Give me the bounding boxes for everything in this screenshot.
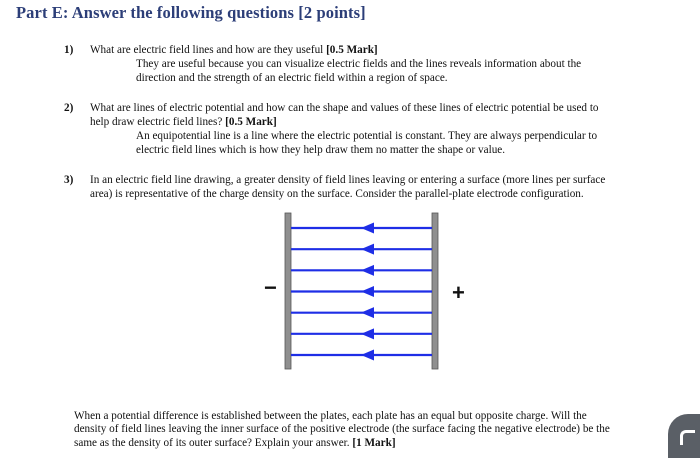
answer-line: electric field lines which is how they h… (136, 144, 506, 156)
mark-label: [0.5 Mark] (225, 116, 277, 128)
field-arrow (361, 286, 374, 297)
final-question-line: same as the density of its outer surface… (74, 436, 353, 449)
answer-line: An equipotential line is a line where th… (136, 130, 598, 142)
negative-sign: − (264, 275, 277, 300)
negative-plate (284, 212, 292, 370)
field-arrow (361, 307, 374, 319)
question-text: help draw electric field lines? [0.5 Mar… (90, 116, 277, 129)
positive-plate (431, 212, 439, 370)
field-arrow (361, 349, 374, 361)
field-arrow (361, 264, 374, 276)
parallel-plate-diagram: − + (264, 212, 465, 370)
page-title: Part E: Answer the following questions [… (16, 3, 366, 22)
final-question-text: same as the density of its outer surface… (74, 437, 610, 450)
answer-line: They are useful because you can visualiz… (136, 58, 582, 70)
mark-label: [1 Mark] (352, 436, 396, 449)
widget-icon (680, 430, 695, 445)
field-lines (291, 222, 432, 361)
question-line: area) is representative of the charge de… (90, 188, 584, 200)
question-line: What are lines of electric potential and… (90, 102, 599, 114)
question-number: 3) (64, 174, 74, 186)
field-arrow (361, 243, 374, 255)
question-line: help draw electric field lines? (90, 116, 226, 128)
question-text: What are electric field lines and how ar… (90, 44, 378, 57)
question-number: 1) (64, 44, 74, 56)
answer-line: direction and the strength of an electri… (136, 72, 448, 84)
final-question: When a potential difference is establish… (74, 410, 610, 450)
question-line: What are electric field lines and how ar… (90, 44, 327, 56)
final-question-line: density of field lines leaving the inner… (74, 423, 610, 436)
field-arrow (361, 328, 374, 340)
question-number: 2) (64, 102, 74, 114)
mark-label: [0.5 Mark] (326, 44, 378, 56)
positive-sign: + (452, 280, 465, 305)
floating-widget[interactable] (668, 414, 700, 458)
question-line: In an electric field line drawing, a gre… (90, 174, 606, 186)
final-question-line: When a potential difference is establish… (74, 410, 587, 422)
field-arrow (361, 222, 374, 234)
